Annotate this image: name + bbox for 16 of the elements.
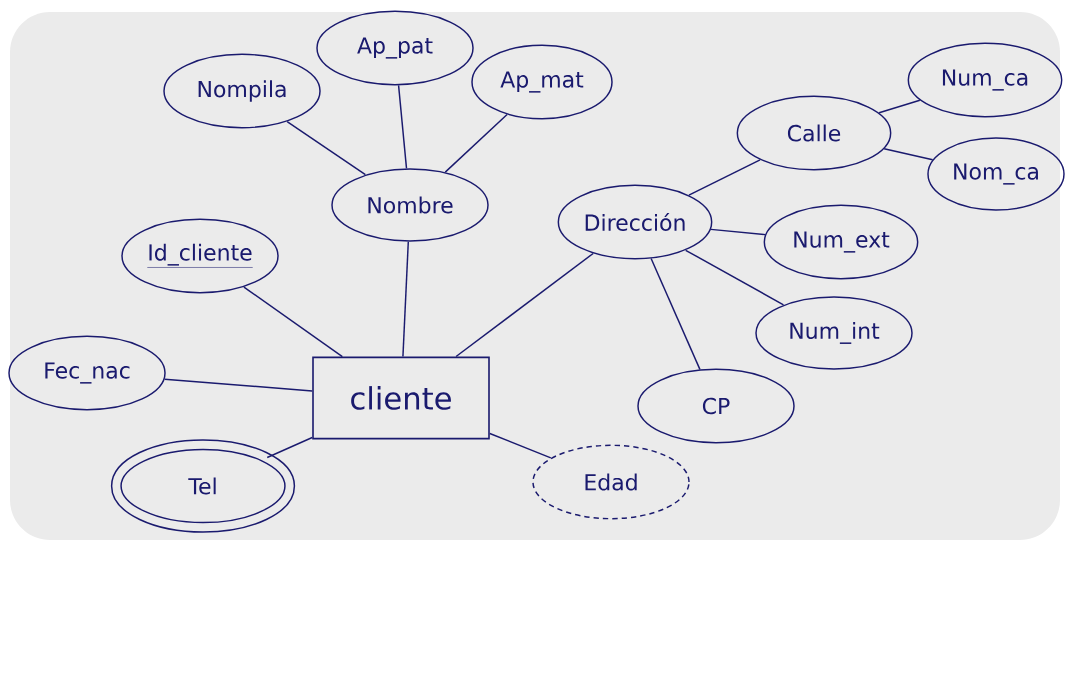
connector-line	[444, 113, 508, 173]
connector-line	[455, 252, 594, 358]
connector-line	[684, 249, 785, 306]
connector-line	[650, 257, 701, 371]
connector-line	[883, 148, 934, 161]
connector-line	[243, 286, 344, 358]
connector-line	[163, 378, 313, 392]
connector-line	[397, 84, 408, 170]
connector-line	[489, 432, 552, 459]
entity-box: cliente	[312, 356, 490, 440]
connector-line	[286, 120, 367, 176]
connector-line	[688, 159, 761, 196]
connector-line	[266, 436, 313, 459]
connector-line	[402, 241, 410, 358]
connector-line	[878, 99, 921, 114]
connector-line	[710, 228, 766, 236]
